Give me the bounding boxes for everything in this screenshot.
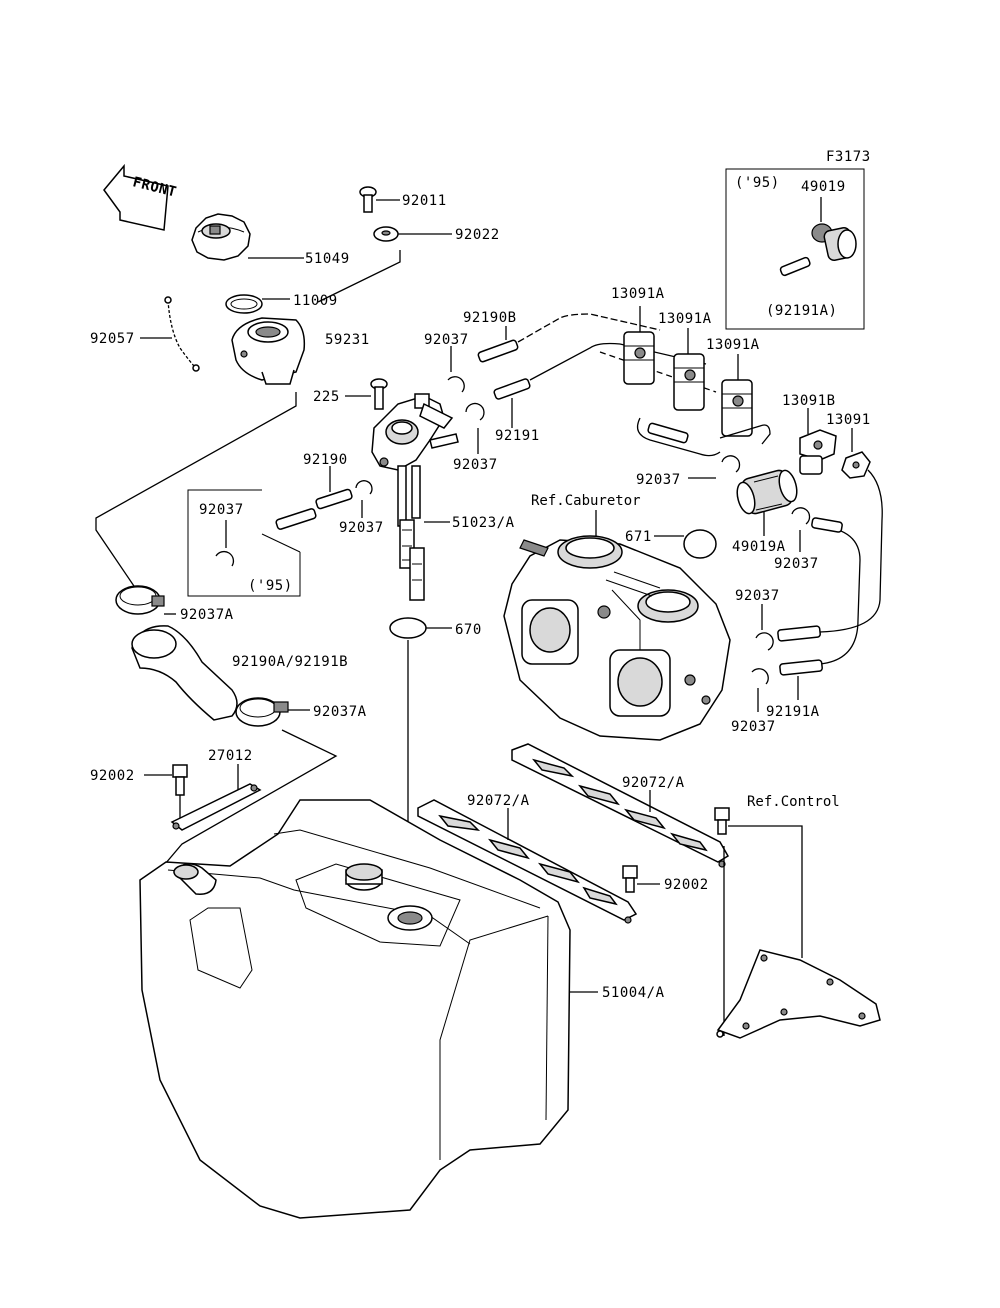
washer-92022-icon <box>373 226 399 242</box>
clamp-13091B-icon <box>799 429 837 475</box>
bolt-92011-icon <box>359 186 377 213</box>
label-92190B: 92190B <box>463 310 517 326</box>
inset-95-upper: ('95) 49019 (92191A) <box>725 168 865 330</box>
clamp-13091A-2-icon <box>673 353 705 411</box>
fuel-filter-49019A-icon <box>736 469 798 515</box>
o-ring-11009-icon <box>225 294 263 314</box>
label-92037-d: 92037 <box>636 472 681 488</box>
label-92037A-2: 92037A <box>313 704 367 720</box>
hose-loop-icon <box>647 422 689 444</box>
label-92022: 92022 <box>455 227 500 243</box>
bolt-92002-b-icon <box>622 865 638 893</box>
label-13091B: 13091B <box>782 393 836 409</box>
inset-95-upper-part: 49019 <box>801 179 846 195</box>
hose-92191-icon <box>493 378 531 400</box>
hose-92190B-icon <box>477 339 519 363</box>
label-92190A-92191B: 92190A/92191B <box>232 654 348 670</box>
clip-92037-e-icon <box>791 507 811 525</box>
label-51049: 51049 <box>305 251 350 267</box>
clamp-13091A-1-icon <box>623 331 655 385</box>
front-arrow-icon: FRONT <box>103 163 178 231</box>
hose-92190-b-icon <box>315 488 353 510</box>
hose-92191A-lower-icon <box>779 659 823 676</box>
fuel-cap-51049-icon <box>191 213 251 261</box>
label-11009: 11009 <box>293 293 338 309</box>
label-92037-b: 92037 <box>453 457 498 473</box>
label-92191A: 92191A <box>766 704 820 720</box>
label-51004A: 51004/A <box>602 985 665 1001</box>
clip-92037-f-icon <box>755 632 774 651</box>
inset-95-upper-year: ('95) <box>735 175 780 191</box>
control-bolt-icon <box>714 807 730 835</box>
tether-strap-92057-icon <box>164 296 200 372</box>
clamp-13091-icon <box>841 451 871 479</box>
fuel-tank-51004A-icon <box>139 799 571 1219</box>
label-92037-f: 92037 <box>735 588 780 604</box>
o-ring-670-icon <box>389 617 427 639</box>
label-13091A-3: 13091A <box>706 337 760 353</box>
label-92072A-1: 92072/A <box>467 793 530 809</box>
label-49019A: 49019A <box>732 539 786 555</box>
label-670: 670 <box>455 622 482 638</box>
label-92037-a: 92037 <box>424 332 469 348</box>
clip-92037-c-icon <box>355 480 373 495</box>
label-92037-e: 92037 <box>774 556 819 572</box>
carburetor-assembly-icon <box>503 535 731 741</box>
clip-92037-b-icon <box>465 402 485 421</box>
strap-92072A-1-icon <box>417 799 638 924</box>
inset-95-left-part: 92037 <box>199 502 244 518</box>
label-59231: 59231 <box>325 332 370 348</box>
figure-code: F3173 <box>826 149 871 165</box>
strap-27012-icon <box>170 783 262 831</box>
strap-92072A-2-icon <box>511 743 730 868</box>
label-92037-c: 92037 <box>339 520 384 536</box>
label-92011: 92011 <box>402 193 447 209</box>
hose-clamp-92037A-2-icon <box>235 697 289 727</box>
label-92072A-2: 92072/A <box>622 775 685 791</box>
label-92002-b: 92002 <box>664 877 709 893</box>
label-92002-a: 92002 <box>90 768 135 784</box>
label-92037-g: 92037 <box>731 719 776 735</box>
ref-carburetor-label: Ref.Caburetor <box>531 493 641 509</box>
hose-92190-a-icon <box>275 508 317 530</box>
fuel-filter-icon <box>779 223 857 277</box>
label-13091A-1: 13091A <box>611 286 665 302</box>
inset-95-left-year: ('95) <box>248 578 293 594</box>
clip-92037-g-icon <box>751 668 769 685</box>
filler-neck-59231-icon <box>231 317 306 385</box>
label-225: 225 <box>313 389 340 405</box>
label-92037A-1: 92037A <box>180 607 234 623</box>
label-92190: 92190 <box>303 452 348 468</box>
clamp-13091A-3-icon <box>721 379 753 437</box>
hose-short-right-icon <box>811 517 843 533</box>
clip-92037-a-icon <box>447 376 465 393</box>
label-27012: 27012 <box>208 748 253 764</box>
bolt-92002-a-icon <box>172 764 188 796</box>
label-92191: 92191 <box>495 428 540 444</box>
label-13091: 13091 <box>826 412 871 428</box>
control-mounting-plate-icon <box>716 949 881 1039</box>
label-92057: 92057 <box>90 331 135 347</box>
o-ring-671-icon <box>683 529 717 559</box>
hose-92191A-upper-icon <box>777 625 821 642</box>
inset-95-upper-note: (92191A) <box>766 303 837 319</box>
inset-95-left: 92037 ('95) <box>187 489 301 597</box>
hose-clamp-92037A-1-icon <box>115 585 165 615</box>
label-51023A: 51023/A <box>452 515 515 531</box>
label-671: 671 <box>625 529 652 545</box>
clip-inset-icon <box>215 550 235 567</box>
screw-225-icon <box>370 378 388 410</box>
clip-92037-d-icon <box>721 455 741 473</box>
fuel-valve-assembly-icon <box>371 393 459 601</box>
ref-control-label: Ref.Control <box>747 794 840 810</box>
label-13091A-2: 13091A <box>658 311 712 327</box>
